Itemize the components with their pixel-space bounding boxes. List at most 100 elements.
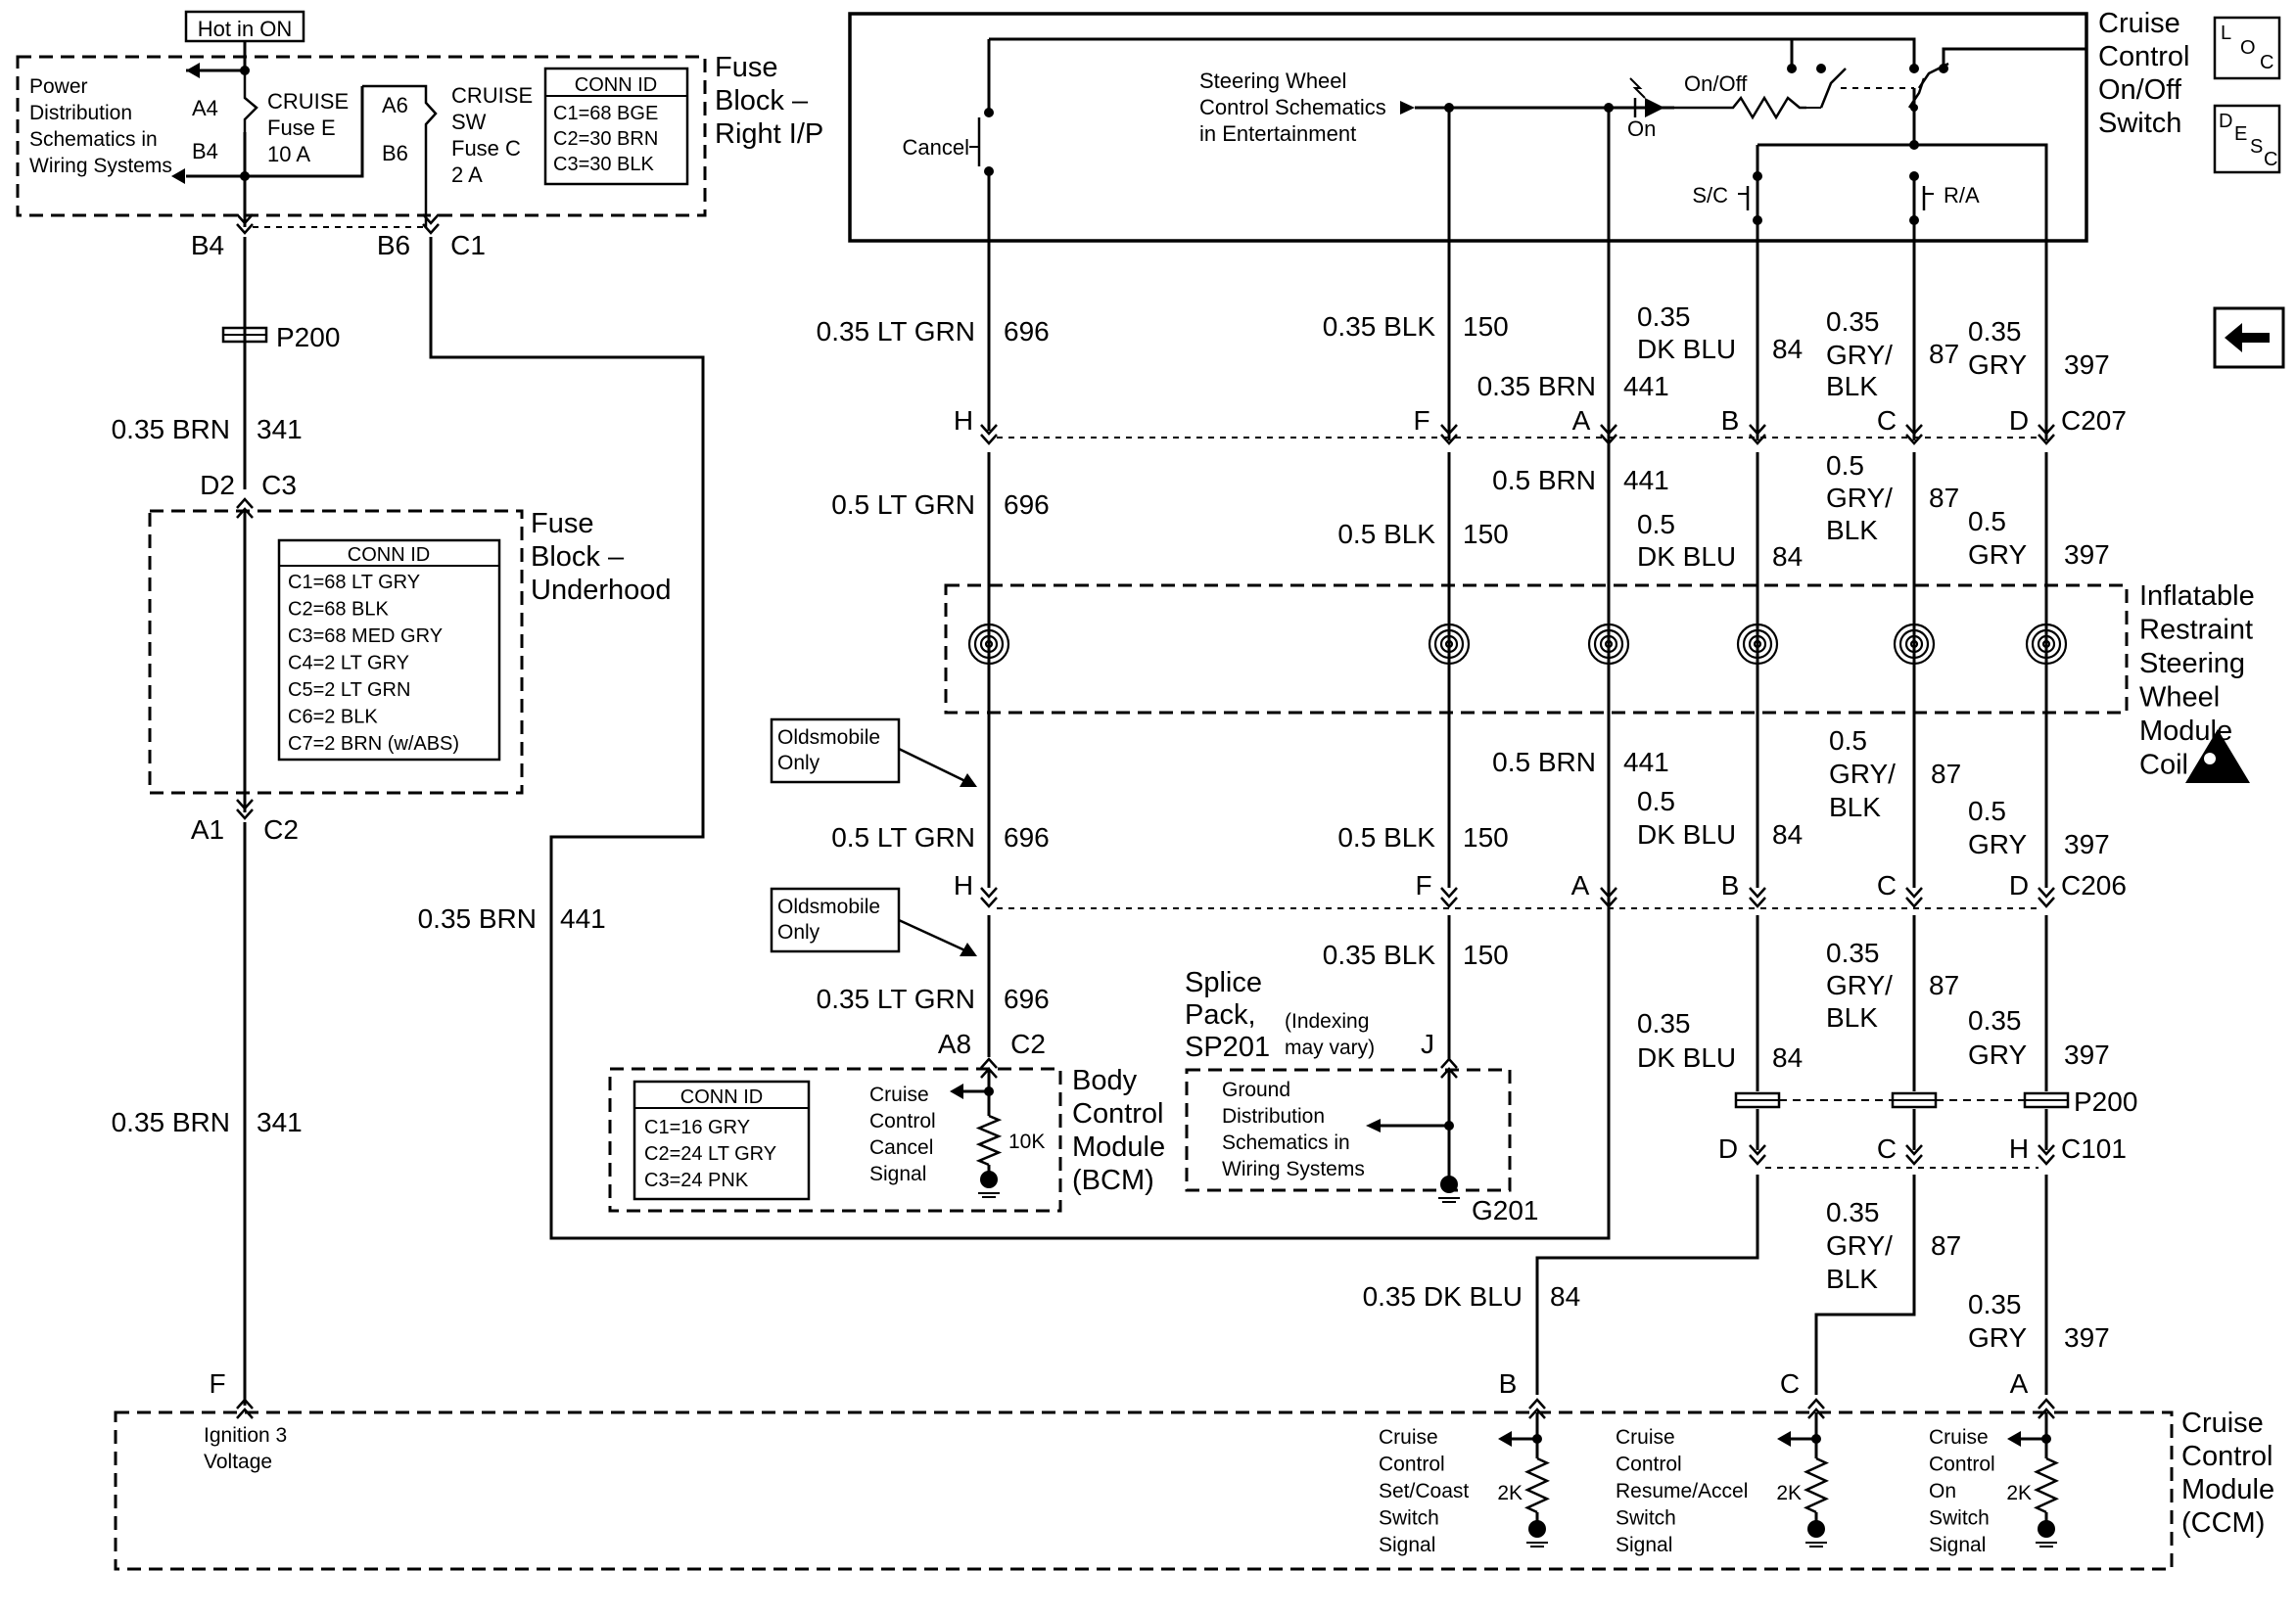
bcm-conn-row: C3=24 PNK (644, 1170, 749, 1191)
coil-label: Restraint (2139, 615, 2253, 646)
steering-ref: Control Schematics (1199, 95, 1386, 119)
steering-ref: Steering Wheel (1199, 69, 1346, 93)
ccm-on-signal: On (1929, 1480, 1956, 1502)
w84b-num: 84 (1772, 541, 1803, 572)
w87b-gauge1: 0.5 (1826, 450, 1864, 481)
w397b-num-g: GRY (1968, 539, 2027, 570)
w696a-num: 696 (1004, 316, 1050, 346)
sc-label: S/C (1692, 183, 1728, 208)
w84a-gauge2: DK BLU (1637, 334, 1736, 364)
fuse-block-ip-title: Right I/P (715, 118, 823, 150)
desc-icon-e: E (2234, 123, 2247, 145)
w87b-gauge2: GRY/ (1826, 483, 1893, 513)
pin-b6: B6 (382, 141, 408, 165)
bcm-title: Module (1072, 1132, 1165, 1163)
ccm-on-signal: Control (1929, 1454, 1995, 1476)
power-dist-ref: Wiring Systems (29, 155, 172, 177)
bcm-pin-c2: C2 (1010, 1029, 1046, 1059)
w397c-gauge1: 0.5 (1968, 796, 2006, 826)
ccm-set-signal: Set/Coast (1379, 1480, 1469, 1502)
w84b-gauge2: DK BLU (1637, 541, 1736, 572)
ccm-resume-signal: Signal (1616, 1534, 1672, 1556)
power-dist-ref: Distribution (29, 102, 132, 124)
pin-b4: B4 (192, 139, 218, 163)
splice-pin-j: J (1421, 1029, 1434, 1059)
switch-title: Switch (2098, 108, 2181, 139)
w397b-num: 397 (2064, 539, 2110, 570)
wire-341b-gauge: 0.35 BRN (112, 1107, 230, 1137)
ground-dist-ref: Distribution (1222, 1105, 1325, 1128)
pin-a1: A1 (191, 814, 224, 845)
w397e-gauge2: GRY (1968, 1322, 2027, 1353)
w87d-gauge1: 0.35 (1826, 938, 1880, 968)
w87a-gauge1: 0.35 (1826, 306, 1880, 337)
pin-a6: A6 (382, 93, 408, 117)
w84c-gauge2: DK BLU (1637, 819, 1736, 850)
w696c-num: 696 (1004, 822, 1050, 853)
w150d-gauge: 0.35 BLK (1323, 940, 1436, 970)
conn-id-row: C2=30 BRN (553, 128, 658, 150)
c101-pin-c: C (1877, 1133, 1897, 1164)
conn-id-row-uh: C4=2 LT GRY (288, 653, 409, 674)
airbag-warning-icon (2185, 729, 2250, 783)
w397a-gauge2: GRY (1968, 349, 2027, 380)
bcm-conn-title: CONN ID (680, 1086, 763, 1108)
switch-title: On/Off (2098, 74, 2182, 106)
c206-pin-c: C (1877, 870, 1897, 901)
ccm-ignition: Voltage (204, 1451, 272, 1473)
fuse-c-label: 2 A (451, 162, 483, 187)
ccm-title: Cruise (2181, 1408, 2264, 1439)
conn-id-row-uh: C1=68 LT GRY (288, 572, 420, 593)
w84d-num: 84 (1772, 1042, 1803, 1073)
olds-note-1: Oldsmobile (777, 726, 880, 749)
ccm-title: Module (2181, 1474, 2274, 1505)
w87a-gauge2: GRY/ (1826, 340, 1893, 370)
coil-label: Coil (2139, 750, 2188, 781)
c206-pin-f: F (1415, 870, 1431, 901)
w397a-num: 397 (2064, 349, 2110, 380)
w84d-gauge1: 0.35 (1637, 1008, 1691, 1039)
coil-label: Module (2139, 716, 2232, 747)
ccm-on-signal: Switch (1929, 1507, 1990, 1530)
w150c-gauge: 0.5 BLK (1337, 822, 1435, 853)
fuse-block-uh-title: Fuse (531, 508, 593, 539)
conn-id-row-uh: C6=2 BLK (288, 707, 378, 728)
switch-title: Control (2098, 41, 2190, 72)
pin-b4-out: B4 (191, 230, 224, 260)
fuse-c-label: Fuse C (451, 136, 521, 161)
ra-label: R/A (1944, 183, 1980, 208)
w87d-gauge2: GRY/ (1826, 970, 1893, 1000)
ccm-title: Control (2181, 1441, 2273, 1472)
desc-icon-d: D (2219, 111, 2232, 132)
w150b-gauge: 0.5 BLK (1337, 519, 1435, 549)
c206-pin-b: B (1721, 870, 1740, 901)
w84e-gauge: 0.35 DK BLU (1363, 1281, 1523, 1312)
ccm-on-signal: Cruise (1929, 1426, 1989, 1449)
fuse-e-label: CRUISE (267, 89, 349, 114)
w397d-gauge2: GRY (1968, 1040, 2027, 1070)
ccm-set-signal-2k: 2K (1497, 1482, 1523, 1504)
c206-label: C206 (2061, 870, 2127, 901)
bcm-title: Control (1072, 1098, 1164, 1130)
w397d-gauge1: 0.35 (1968, 1005, 2022, 1036)
ccm-pin-a: A (2010, 1368, 2029, 1399)
switch-title: Cruise (2098, 8, 2180, 39)
w397a-gauge1: 0.35 (1968, 316, 2022, 346)
back-arrow-icon[interactable] (2225, 323, 2270, 352)
wire-341a-num: 341 (257, 414, 303, 444)
bcm-title: (BCM) (1072, 1165, 1154, 1196)
c207-pin-b: B (1721, 405, 1740, 436)
on-off-label: On/Off (1684, 71, 1748, 96)
fuse-block-uh-title: Block – (531, 541, 625, 573)
w150a-num: 150 (1463, 311, 1509, 342)
conn-id-title-uh: CONN ID (348, 544, 430, 566)
w696c-gauge: 0.5 LT GRN (831, 822, 975, 853)
w441b-num: 441 (1623, 465, 1669, 495)
pin-d2: D2 (200, 470, 235, 500)
conn-id-row: C3=30 BLK (553, 154, 655, 175)
desc-icon-s: S (2250, 136, 2263, 158)
w696d-num: 696 (1004, 984, 1050, 1014)
olds-note-2: Only (777, 921, 820, 944)
w150c-num: 150 (1463, 822, 1509, 853)
